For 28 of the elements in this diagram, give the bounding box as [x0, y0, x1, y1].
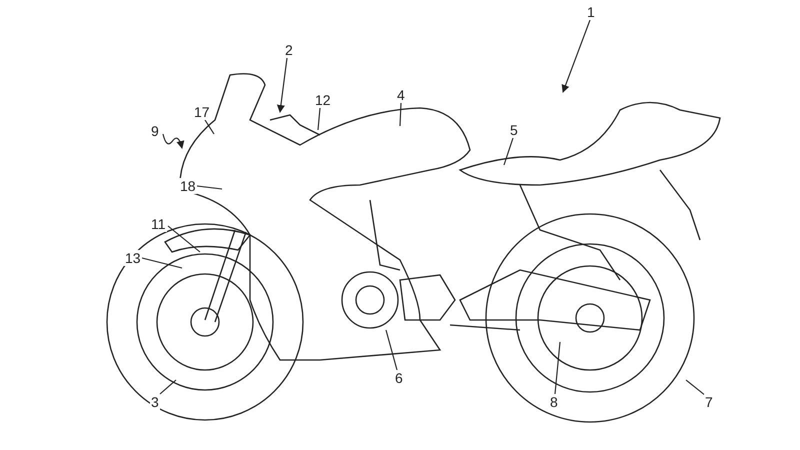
leader-line	[204, 120, 214, 134]
leader-line	[686, 380, 706, 396]
callout-number: 12	[314, 92, 332, 108]
callout-number: 6	[394, 370, 404, 386]
leader-line	[399, 102, 402, 126]
leader-line	[168, 226, 200, 252]
leader-line	[142, 257, 182, 269]
leader-line	[503, 138, 514, 166]
callout-number: 18	[179, 178, 197, 194]
callout-number: 3	[150, 394, 160, 410]
leader-line	[385, 330, 398, 370]
callout-number: 11	[150, 216, 167, 232]
leader-line	[317, 108, 321, 130]
callout-number: 2	[284, 42, 294, 58]
leader-line	[160, 380, 176, 394]
callout-number: 8	[549, 394, 559, 410]
callout-number: 9	[150, 123, 160, 139]
callout-number: 13	[124, 250, 142, 266]
callout-number: 4	[396, 87, 406, 103]
callout-number: 7	[704, 394, 714, 410]
leader-arrow	[276, 58, 288, 113]
leader-line	[196, 185, 222, 190]
leader-line	[554, 342, 561, 394]
leader-arrow	[562, 20, 591, 93]
callout-number: 5	[509, 122, 519, 138]
callout-number: 1	[586, 4, 596, 20]
callout-number: 17	[193, 104, 211, 120]
leader-arrow	[162, 134, 184, 149]
